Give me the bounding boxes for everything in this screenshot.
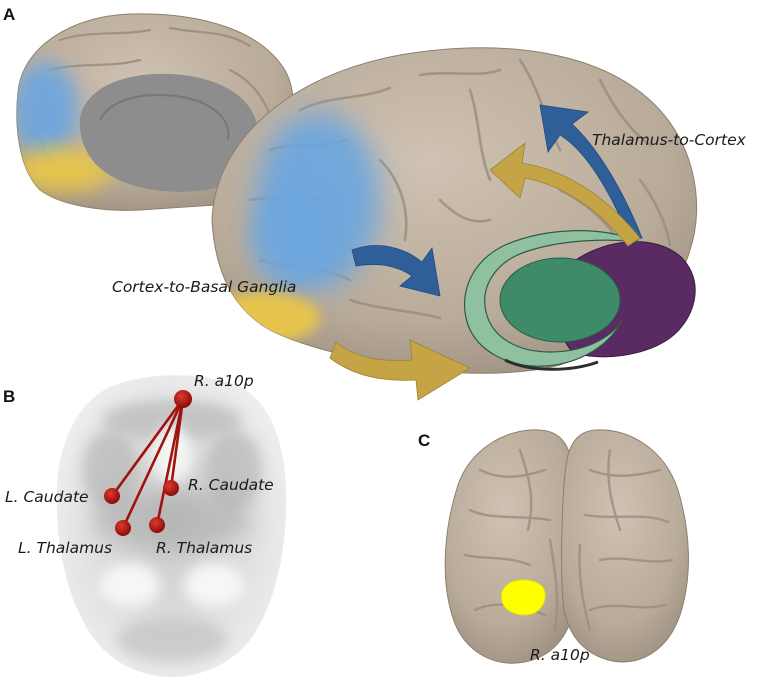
panel-c: C R. a bbox=[418, 429, 689, 664]
striatum-shape bbox=[464, 230, 641, 371]
connections bbox=[110, 398, 185, 529]
node-r-a10p bbox=[174, 390, 192, 408]
connection-l-caudate bbox=[110, 398, 185, 497]
label-l-caudate: L. Caudate bbox=[5, 488, 89, 506]
frontal-brain-view bbox=[444, 429, 689, 664]
node-l-caudate bbox=[104, 488, 120, 504]
node-l-thalamus bbox=[115, 520, 131, 536]
label-c-r-a10p: R. a10p bbox=[530, 646, 590, 664]
panel-c-letter: C bbox=[418, 431, 430, 450]
medial-brain-view bbox=[16, 13, 294, 211]
connection-r-thalamus bbox=[155, 398, 185, 526]
cortex-to-basal-ganglia-gold-arrow bbox=[329, 339, 471, 401]
panel-b-letter: B bbox=[3, 387, 15, 406]
node-r-thalamus bbox=[149, 517, 165, 533]
label-r-thalamus: R. Thalamus bbox=[156, 539, 252, 557]
axial-brain-slice bbox=[56, 375, 287, 677]
label-r-caudate: R. Caudate bbox=[188, 476, 274, 494]
connection-l-thalamus bbox=[121, 398, 185, 529]
thalamus-to-cortex-gold-arrow bbox=[489, 142, 641, 247]
thalamus-to-cortex-blue-arrow bbox=[539, 104, 643, 241]
panel-a: A bbox=[3, 5, 747, 401]
label-cortex-to-basal-ganglia: Cortex-to-Basal Ganglia bbox=[112, 278, 296, 296]
node-r-caudate bbox=[163, 480, 179, 496]
label-l-thalamus: L. Thalamus bbox=[18, 539, 112, 557]
panel-a-letter: A bbox=[3, 5, 15, 24]
a10p-region bbox=[501, 579, 546, 616]
panel-b: B R. a10p bbox=[3, 372, 287, 677]
label-thalamus-to-cortex: Thalamus-to-Cortex bbox=[592, 131, 747, 149]
label-r-a10p: R. a10p bbox=[194, 372, 254, 390]
cortex-to-basal-ganglia-blue-arrow bbox=[351, 245, 441, 297]
